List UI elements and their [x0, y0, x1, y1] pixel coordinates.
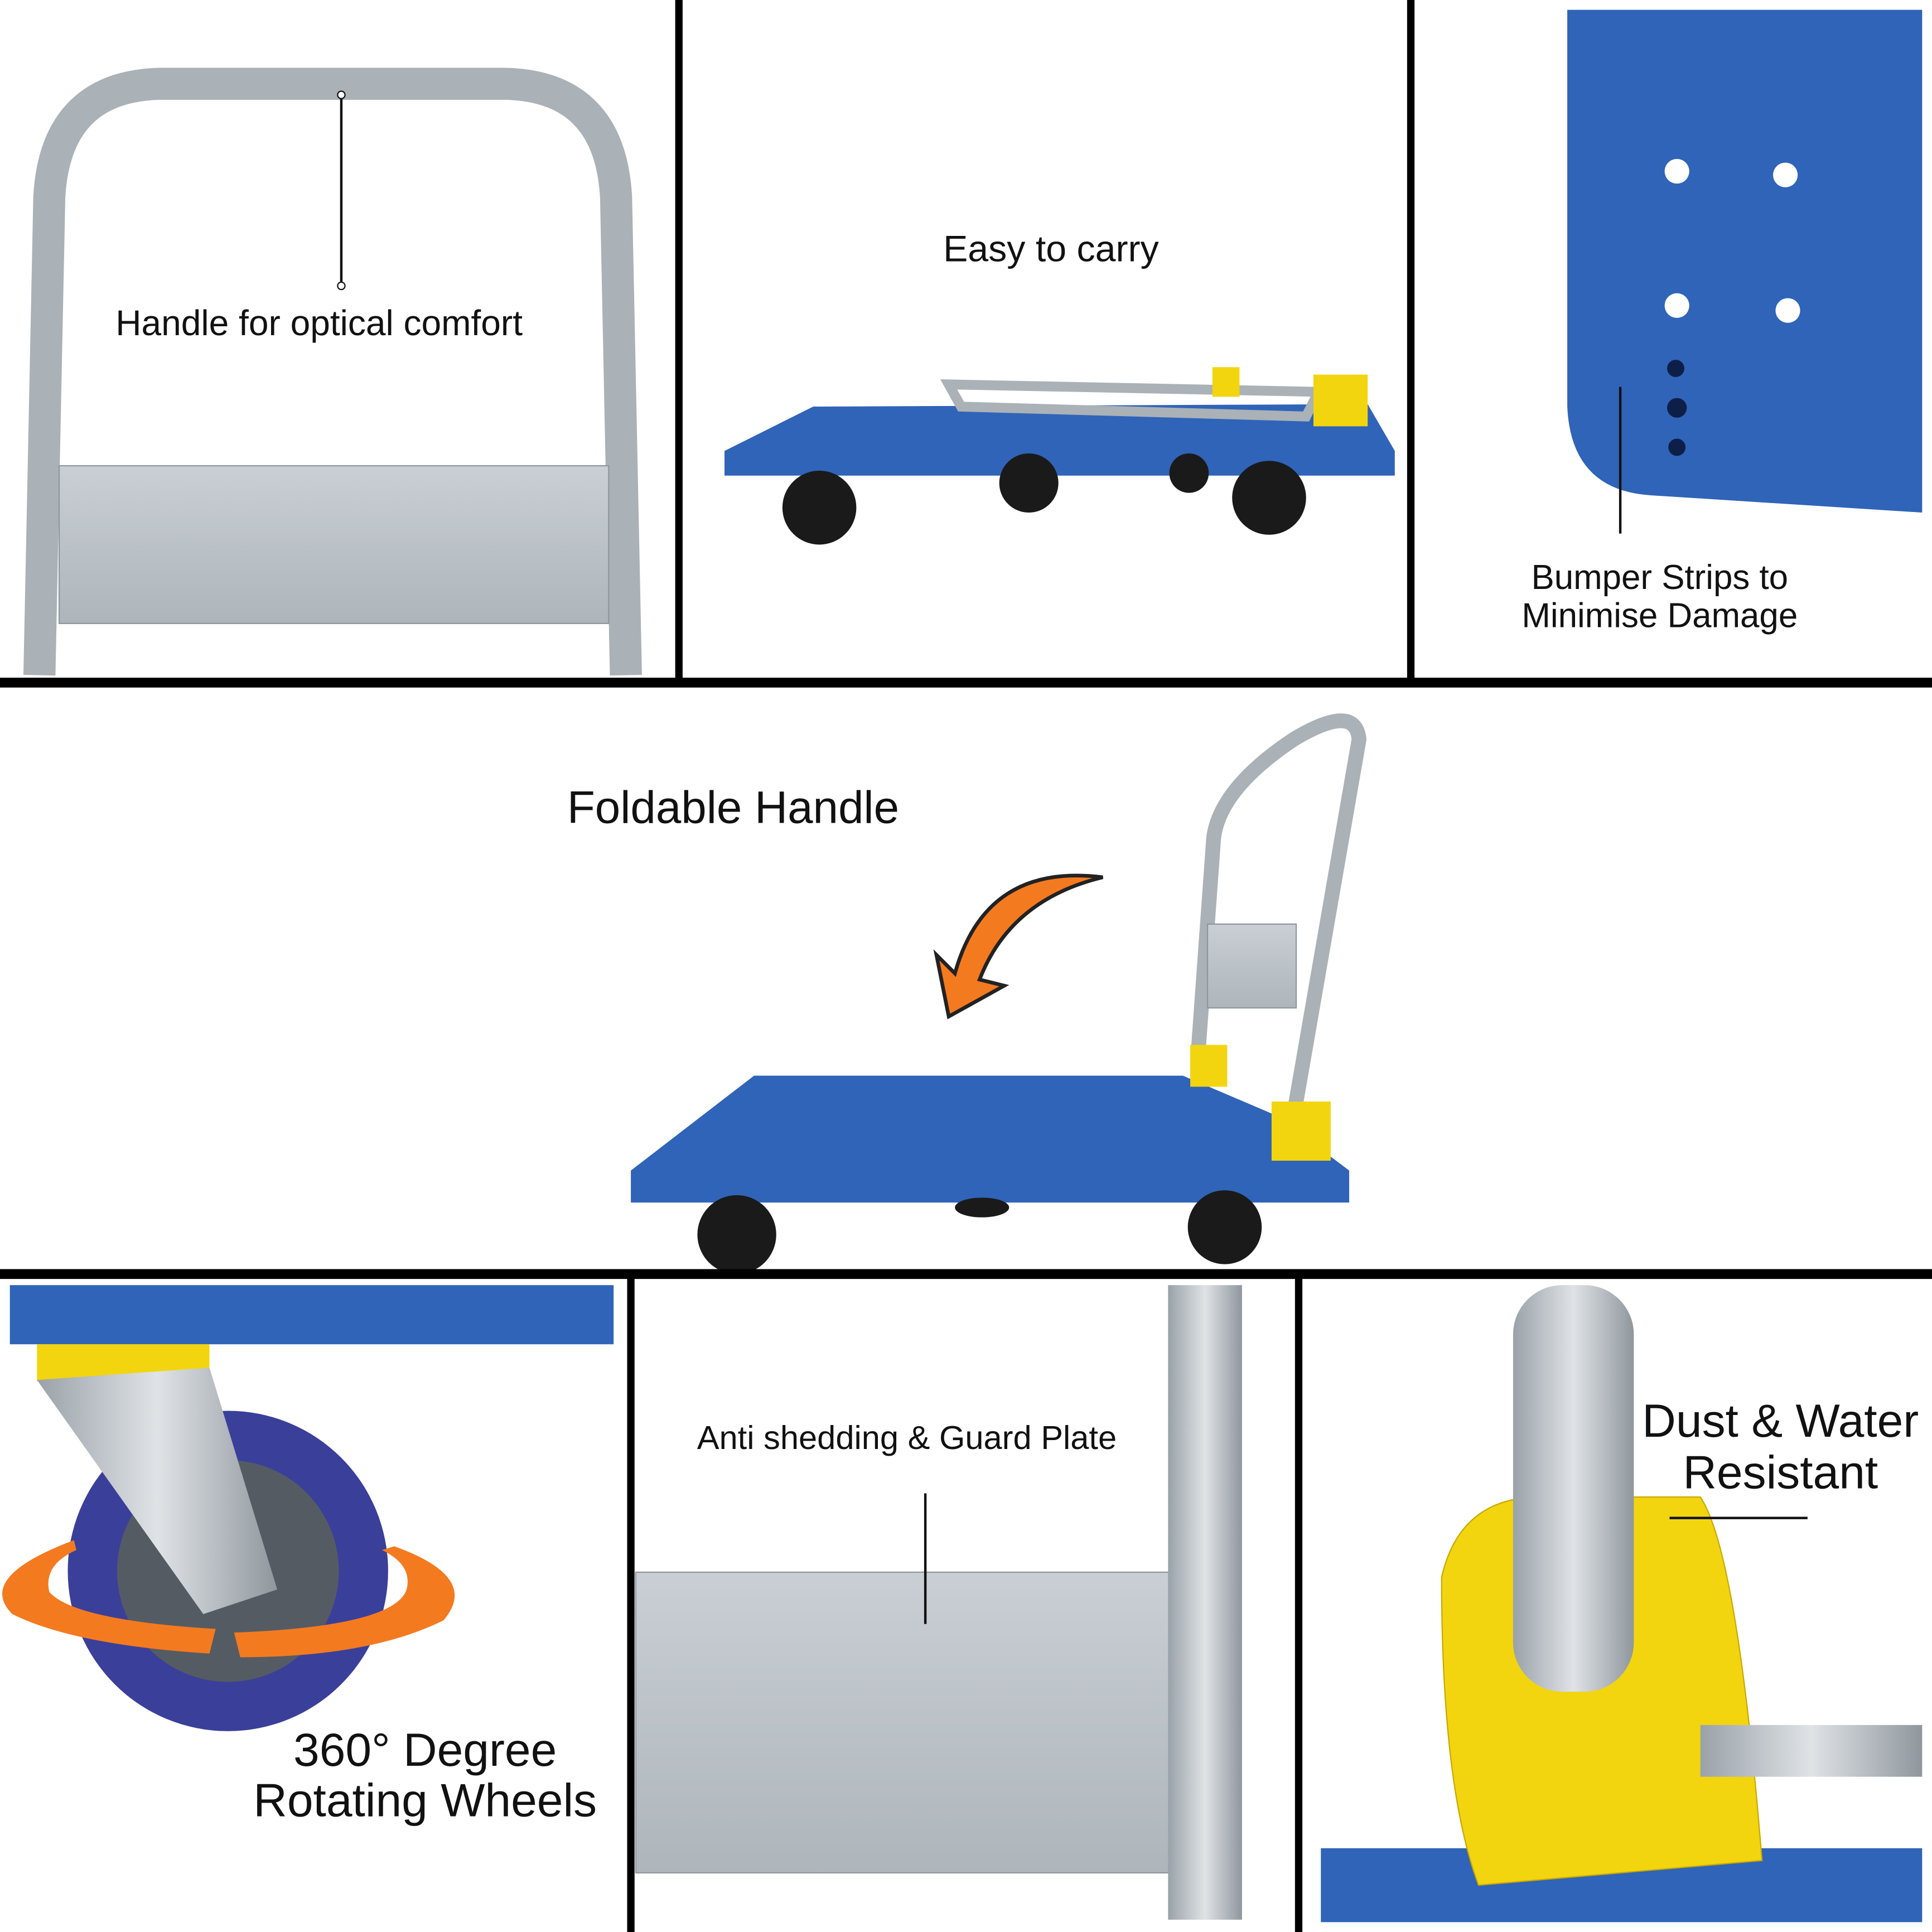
upright-handle: [1190, 713, 1367, 1117]
handle-caption: Handle for optical comfort: [115, 303, 523, 343]
dust-caption-line1: Dust & Water: [1642, 1394, 1919, 1447]
folded-handle: [940, 379, 1326, 422]
dust-caption-line2: Resistant: [1683, 1446, 1878, 1499]
platform: [631, 1075, 1350, 1203]
platform: [724, 404, 1395, 476]
wheels-caption-line2: Rotating Wheels: [253, 1774, 597, 1826]
wheels: [782, 453, 1306, 545]
wheels-caption-line1: 360° Degree: [293, 1723, 557, 1776]
panel-bumper: Bumper Strips to Minimise Damage: [1522, 9, 1923, 635]
panel-guard: Anti shedding & Guard Plate: [635, 1285, 1242, 1920]
panel-wheels: 360° Degree Rotating Wheels: [2, 1285, 614, 1826]
bumper-caption-line2: Minimise Damage: [1522, 596, 1798, 635]
panel-handle: Handle for optical comfort: [23, 67, 642, 676]
handle-tube: [1513, 1285, 1634, 1692]
guard-plate: [58, 465, 610, 624]
foldable-caption: Foldable Handle: [567, 783, 899, 833]
guard-caption: Anti shedding & Guard Plate: [697, 1419, 1117, 1456]
panel-carry: Easy to carry: [724, 228, 1395, 545]
bumper-caption-line1: Bumper Strips to: [1531, 558, 1788, 597]
handle-tube: [23, 67, 642, 676]
carry-caption: Easy to carry: [943, 228, 1159, 269]
bumper-corner: [1567, 9, 1923, 513]
panel-dust: Dust & Water Resistant: [1321, 1285, 1923, 1923]
fold-arrow-icon: [933, 873, 1103, 1020]
guard-plate: [635, 1571, 1179, 1874]
panel-foldable: Foldable Handle: [567, 713, 1367, 1274]
rotate-arrow-icon: [2, 1540, 455, 1658]
upright-tube: [1168, 1285, 1242, 1920]
